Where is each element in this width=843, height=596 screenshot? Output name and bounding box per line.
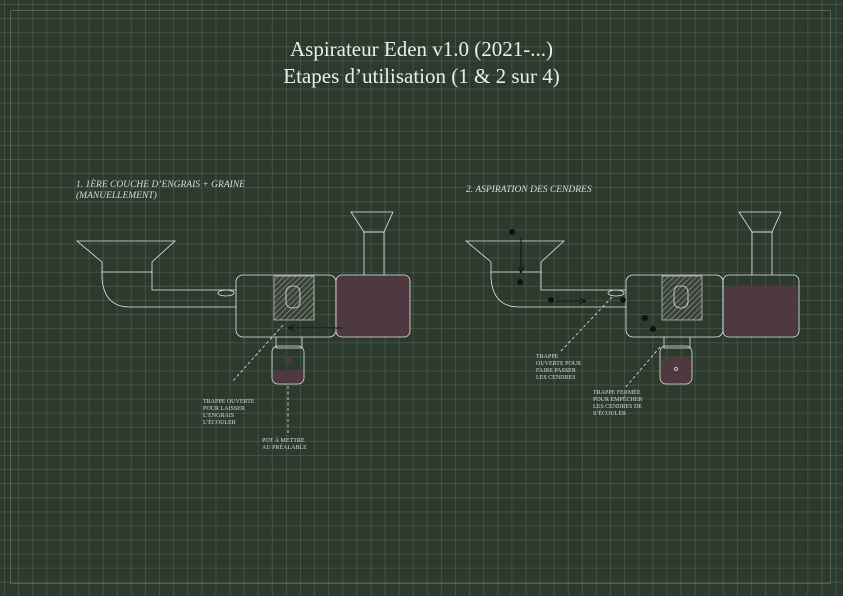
step2-pot xyxy=(659,345,693,385)
drawing-frame xyxy=(10,10,831,584)
note-line: l’écouler xyxy=(203,420,236,426)
step2-filter xyxy=(661,275,703,321)
step1-inlet-funnel xyxy=(75,240,177,273)
step2-exhaust xyxy=(751,231,773,275)
note-line: pour laisser xyxy=(203,406,245,412)
note-line: Trappe ouverte xyxy=(203,399,255,405)
step2-trap-open-leader xyxy=(559,296,613,353)
step1-pipe xyxy=(101,272,236,308)
step2-container-outline xyxy=(722,274,800,338)
note-line: l’engrais xyxy=(203,413,235,419)
step1-filter xyxy=(273,275,315,321)
step2-trap-closed-leader xyxy=(624,346,661,389)
step1-filter-slot xyxy=(285,285,301,309)
step1-label-line-2: (manuellement) xyxy=(76,191,157,201)
ash-particle xyxy=(517,279,523,285)
step2-pipe-valve xyxy=(607,289,625,297)
note-line: pour empêcher xyxy=(593,397,643,403)
step1-pipe-valve xyxy=(217,289,235,297)
note-line: les cendres de xyxy=(593,404,643,410)
step1-trap-neck xyxy=(275,337,303,349)
note-line: Trappe xyxy=(536,354,559,360)
ash-particle xyxy=(509,229,515,235)
step2-trap-neck xyxy=(663,337,691,349)
note-line: ouverte pour xyxy=(536,361,582,367)
ash-particle xyxy=(650,326,656,332)
step1-pot-note: Pot à mettre au préalable xyxy=(262,438,307,452)
note-line: Trappe fermée xyxy=(593,390,641,396)
ash-particle xyxy=(620,297,626,303)
step1-trap-leader xyxy=(231,324,284,383)
ash-particle xyxy=(548,297,554,303)
note-line: faire passer xyxy=(536,368,576,374)
step2-inlet-funnel xyxy=(464,240,566,273)
note-line: Pot à mettre xyxy=(262,438,305,444)
step1-pot xyxy=(271,345,305,385)
step2-trap-open-note: Trappe ouverte pour faire passer les cen… xyxy=(536,354,581,382)
step1-pot-grain xyxy=(284,356,292,364)
title-line-1: Aspirateur Eden v1.0 (2021-...) xyxy=(289,37,553,61)
step1-top-funnel xyxy=(350,211,394,233)
ash-particle xyxy=(642,315,648,321)
step2-top-funnel xyxy=(738,211,782,233)
step2-filter-slot xyxy=(673,285,689,309)
note-line: au préalable xyxy=(262,445,307,451)
step2-container-fill xyxy=(724,286,798,336)
step2-pipe xyxy=(490,272,626,308)
step1-pot-fill xyxy=(273,370,303,383)
step2-trap-closed-note: Trappe fermée pour empêcher les cendres … xyxy=(593,390,643,418)
note-line: les cendres xyxy=(536,375,576,381)
title-line-2: Etapes d’utilisation (1 & 2 sur 4) xyxy=(283,64,560,88)
step1-device xyxy=(75,211,411,436)
step2-device xyxy=(464,211,800,389)
step1-exhaust xyxy=(363,231,385,275)
step1-container xyxy=(335,274,411,338)
page-title: Aspirateur Eden v1.0 (2021-...) Etapes d… xyxy=(0,36,843,90)
step2-pot-mark xyxy=(674,367,678,371)
step1-label: 1. 1ère couche d’engrais + graine (manue… xyxy=(76,180,245,202)
note-line: s’écouler xyxy=(593,411,626,417)
step1-trap-note: Trappe ouverte pour laisser l’engrais l’… xyxy=(203,399,254,427)
step1-label-line-1: 1. 1ère couche d’engrais + graine xyxy=(76,180,245,190)
step2-label: 2. Aspiration des cendres xyxy=(466,185,592,195)
